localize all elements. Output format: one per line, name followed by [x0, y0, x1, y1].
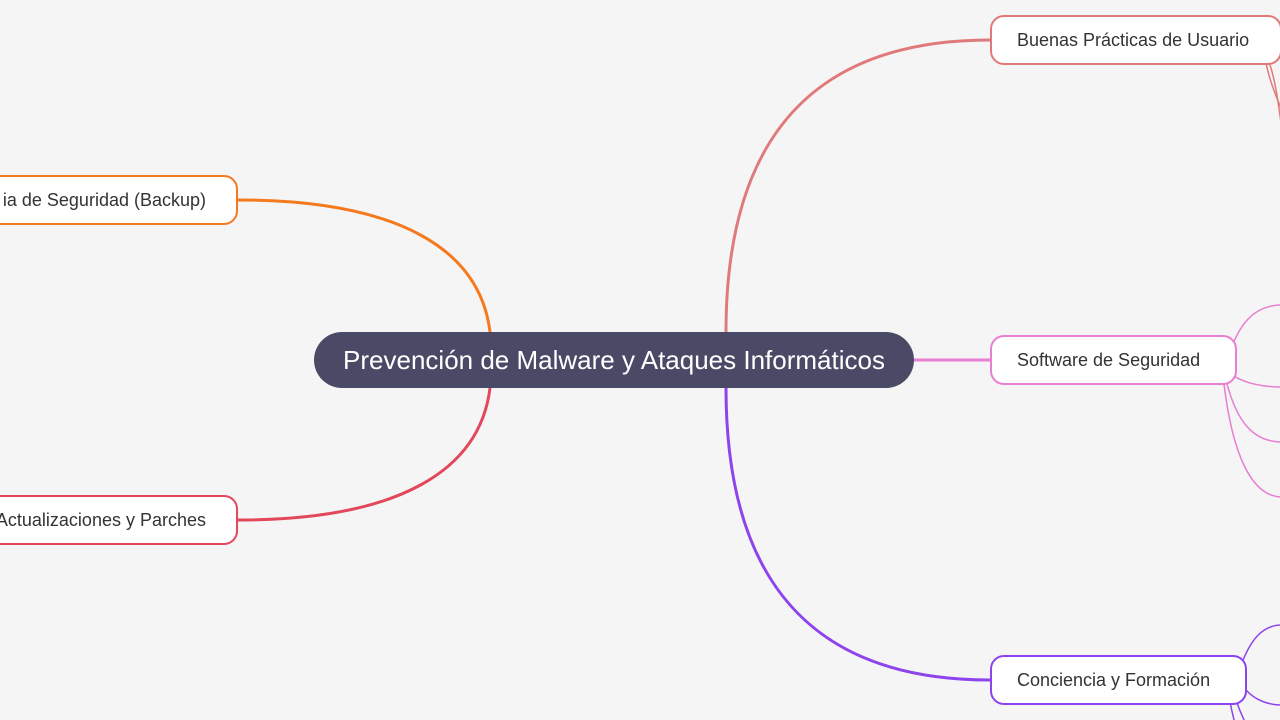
connector-practices — [724, 38, 991, 333]
topic-backup-label: ia de Seguridad (Backup) — [2, 189, 206, 210]
connector-updates — [237, 387, 492, 522]
connector-backup — [237, 198, 492, 333]
subconnector-practices-2 — [1265, 61, 1280, 108]
topic-awareness-training[interactable]: Conciencia y Formación — [990, 655, 1247, 705]
topic-security-software[interactable]: Software de Seguridad — [990, 335, 1237, 385]
subconnector-awareness-2 — [1245, 689, 1280, 706]
topic-updates-label: Actualizaciones y Parches — [0, 509, 206, 530]
topic-user-practices-label: Buenas Prácticas de Usuario — [1017, 29, 1250, 50]
topic-updates[interactable]: Actualizaciones y Parches — [0, 495, 238, 545]
topic-security-software-label: Software de Seguridad — [1017, 349, 1201, 370]
topic-backup[interactable]: ia de Seguridad (Backup) — [0, 175, 238, 225]
topic-awareness-training-label: Conciencia y Formación — [1017, 669, 1211, 690]
root-topic-label: Prevención de Malware y Ataques Informát… — [343, 344, 885, 375]
subconnector-software-3 — [1225, 379, 1280, 443]
subconnector-software-4 — [1223, 383, 1280, 498]
connector-awareness — [724, 387, 991, 682]
subconnector-practices-1 — [1269, 64, 1280, 121]
topic-user-practices[interactable]: Buenas Prácticas de Usuario — [990, 15, 1280, 65]
root-topic[interactable]: Prevención de Malware y Ataques Informát… — [314, 332, 914, 388]
subconnector-awareness-1 — [1239, 624, 1280, 669]
